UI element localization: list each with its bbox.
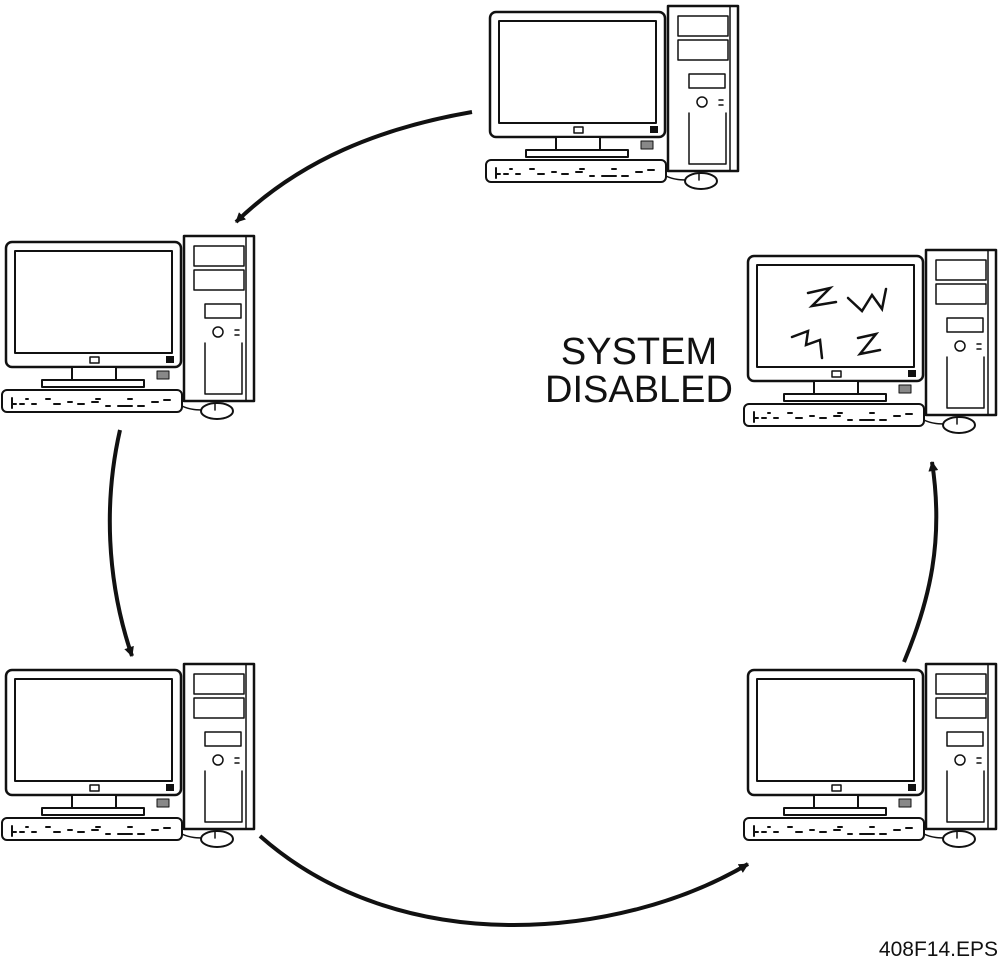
computer-left-upper [0,234,256,421]
status-label-line2: DISABLED [545,369,733,411]
system-disabled-label: SYSTEM DISABLED [530,333,748,409]
arrow-left-upper-to-left-lower [107,429,134,657]
zigzag-icon [790,285,888,360]
arrow-left-lower-to-right-lower [258,834,750,927]
computer-right-lower [742,662,998,849]
computer-left-lower [0,662,256,849]
arrow-right-lower-to-right-upper [902,461,939,663]
status-label-line1: SYSTEM [560,331,718,373]
figure-id: 408F14.EPS [878,938,998,961]
computer-top [484,4,740,191]
arrow-top-to-left [234,110,473,224]
